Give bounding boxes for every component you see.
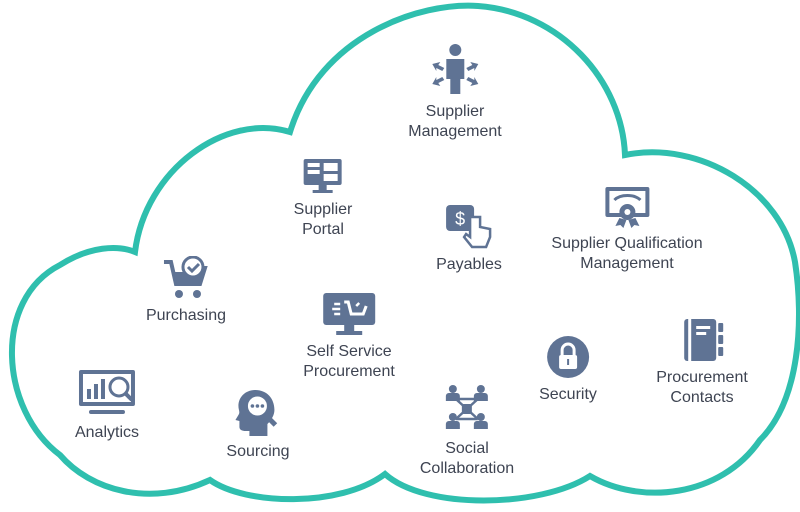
lock-icon	[546, 336, 589, 378]
cart-check-icon	[163, 256, 208, 298]
label: Procurement	[303, 363, 395, 380]
person-arrows-icon	[431, 44, 478, 94]
node-sourcing: Sourcing	[226, 388, 290, 462]
label: Contacts	[670, 389, 734, 406]
chart-magnifier-icon	[79, 370, 135, 414]
label: Social	[445, 440, 489, 457]
svg-text:$: $	[455, 209, 465, 229]
head-search-icon	[235, 390, 277, 436]
node-security: Security	[539, 335, 597, 405]
label: Collaboration	[419, 460, 515, 477]
label: Management	[408, 123, 502, 140]
address-book-icon	[684, 319, 723, 361]
label: Analytics	[74, 424, 140, 441]
label: Supplier	[425, 103, 485, 120]
node-purchasing: Purchasing	[146, 256, 226, 326]
certificate-icon	[604, 187, 649, 228]
label: Security	[539, 386, 597, 403]
label: Procurement	[656, 369, 748, 386]
label: Self Service	[306, 343, 392, 360]
label: Sourcing	[226, 443, 290, 460]
node-analytics: Analytics	[75, 369, 139, 443]
monitor-cart-icon	[323, 293, 375, 335]
label: Supplier	[293, 201, 353, 218]
label: Portal	[302, 221, 344, 238]
label: Purchasing	[145, 307, 227, 324]
node-payables: $ Payables	[436, 203, 502, 275]
label: Management	[580, 255, 674, 272]
monitor-icon	[303, 159, 342, 193]
dollar-hand-icon: $	[445, 205, 492, 249]
label: Payables	[436, 256, 502, 273]
label: Supplier Qualification	[551, 235, 703, 252]
network-people-icon	[446, 385, 488, 429]
